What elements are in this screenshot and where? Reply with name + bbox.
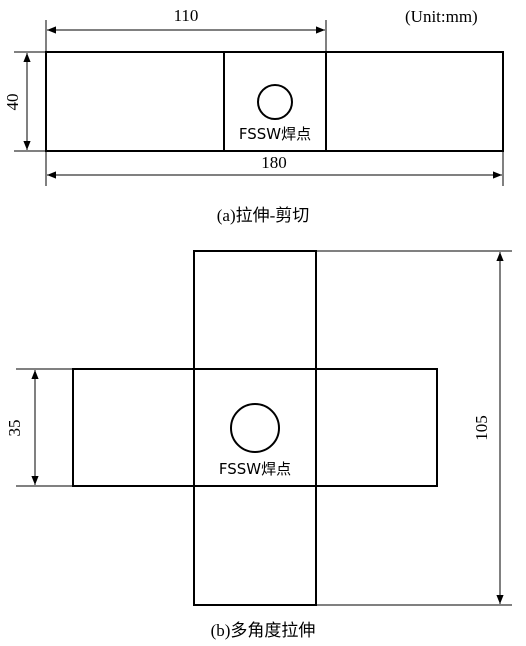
specimen-b-horizontal-strip (72, 368, 438, 487)
dim-a-top-label: 110 (174, 6, 199, 25)
dim-a-left-label: 40 (3, 94, 22, 111)
weld-label-b: FSSW焊点 (219, 460, 291, 478)
diagram-a: (Unit:mm) 110 40 FSSW焊点 180 (a)拉伸-剪切 (3, 6, 504, 225)
dim-b-right-label: 105 (472, 415, 491, 441)
diagram-b: FSSW焊点 35 105 (b)多角度拉伸 (5, 250, 512, 640)
weld-spot-a (257, 84, 293, 120)
weld-spot-b (230, 403, 280, 453)
specimen-a-outline (45, 51, 504, 152)
caption-a: (a)拉伸-剪切 (217, 206, 310, 225)
specimen-b-vertical-strip (193, 250, 317, 606)
dim-a-bottom-label: 180 (261, 153, 287, 172)
weld-label-a: FSSW焊点 (239, 125, 311, 143)
unit-note: (Unit:mm) (405, 7, 478, 26)
dim-b-left-label: 35 (5, 420, 24, 437)
caption-b: (b)多角度拉伸 (211, 621, 316, 640)
